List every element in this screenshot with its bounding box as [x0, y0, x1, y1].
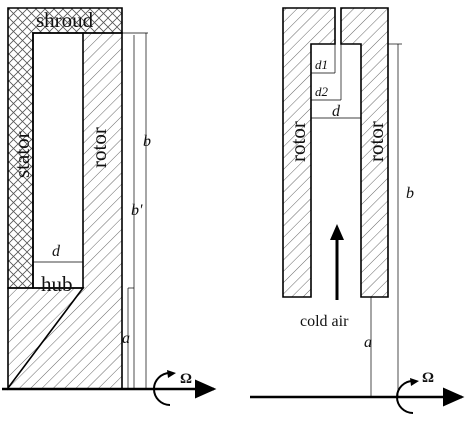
dim-d-label-right: d: [332, 103, 341, 120]
rotor-disk-left: [282, 7, 336, 298]
dimension-d-left: d: [33, 243, 83, 263]
dim-b-prime-label: b': [131, 202, 143, 219]
right-diagram: rotor rotor d1 d2 d cold air b a: [250, 7, 465, 414]
gap-dimensions: d1 d2 d: [311, 44, 361, 120]
dim-a-label-right: a: [364, 334, 372, 351]
rotor-label-left: rotor: [87, 127, 111, 168]
rotor-label-right-1: rotor: [286, 121, 310, 162]
dim-d2-label: d2: [315, 84, 329, 99]
dim-b-label: b: [143, 133, 151, 150]
omega-symbol-left: Ω: [180, 371, 192, 387]
vertical-dimensions-right: b a: [364, 43, 414, 397]
dim-d-label: d: [52, 243, 61, 260]
dim-b-label-right: b: [406, 185, 414, 202]
rotor-label-right-2: rotor: [364, 121, 388, 162]
omega-symbol-right: Ω: [422, 370, 434, 386]
cold-air-flow: cold air: [300, 224, 349, 330]
vertical-dimensions-left: b b' a: [122, 32, 151, 388]
rotation-arrow-left: Ω: [153, 370, 192, 406]
stator-label: stator: [10, 131, 34, 178]
left-diagram: d b b' a shroud hub stator rotor Ω: [2, 7, 217, 406]
shroud-label: shroud: [36, 8, 94, 32]
dim-a-label: a: [122, 330, 130, 347]
cavity: [32, 32, 84, 289]
dim-d1-label: d1: [315, 57, 328, 72]
hub-label: hub: [41, 272, 73, 296]
rotation-arrow-right: Ω: [396, 370, 434, 414]
cold-air-label: cold air: [300, 313, 349, 330]
